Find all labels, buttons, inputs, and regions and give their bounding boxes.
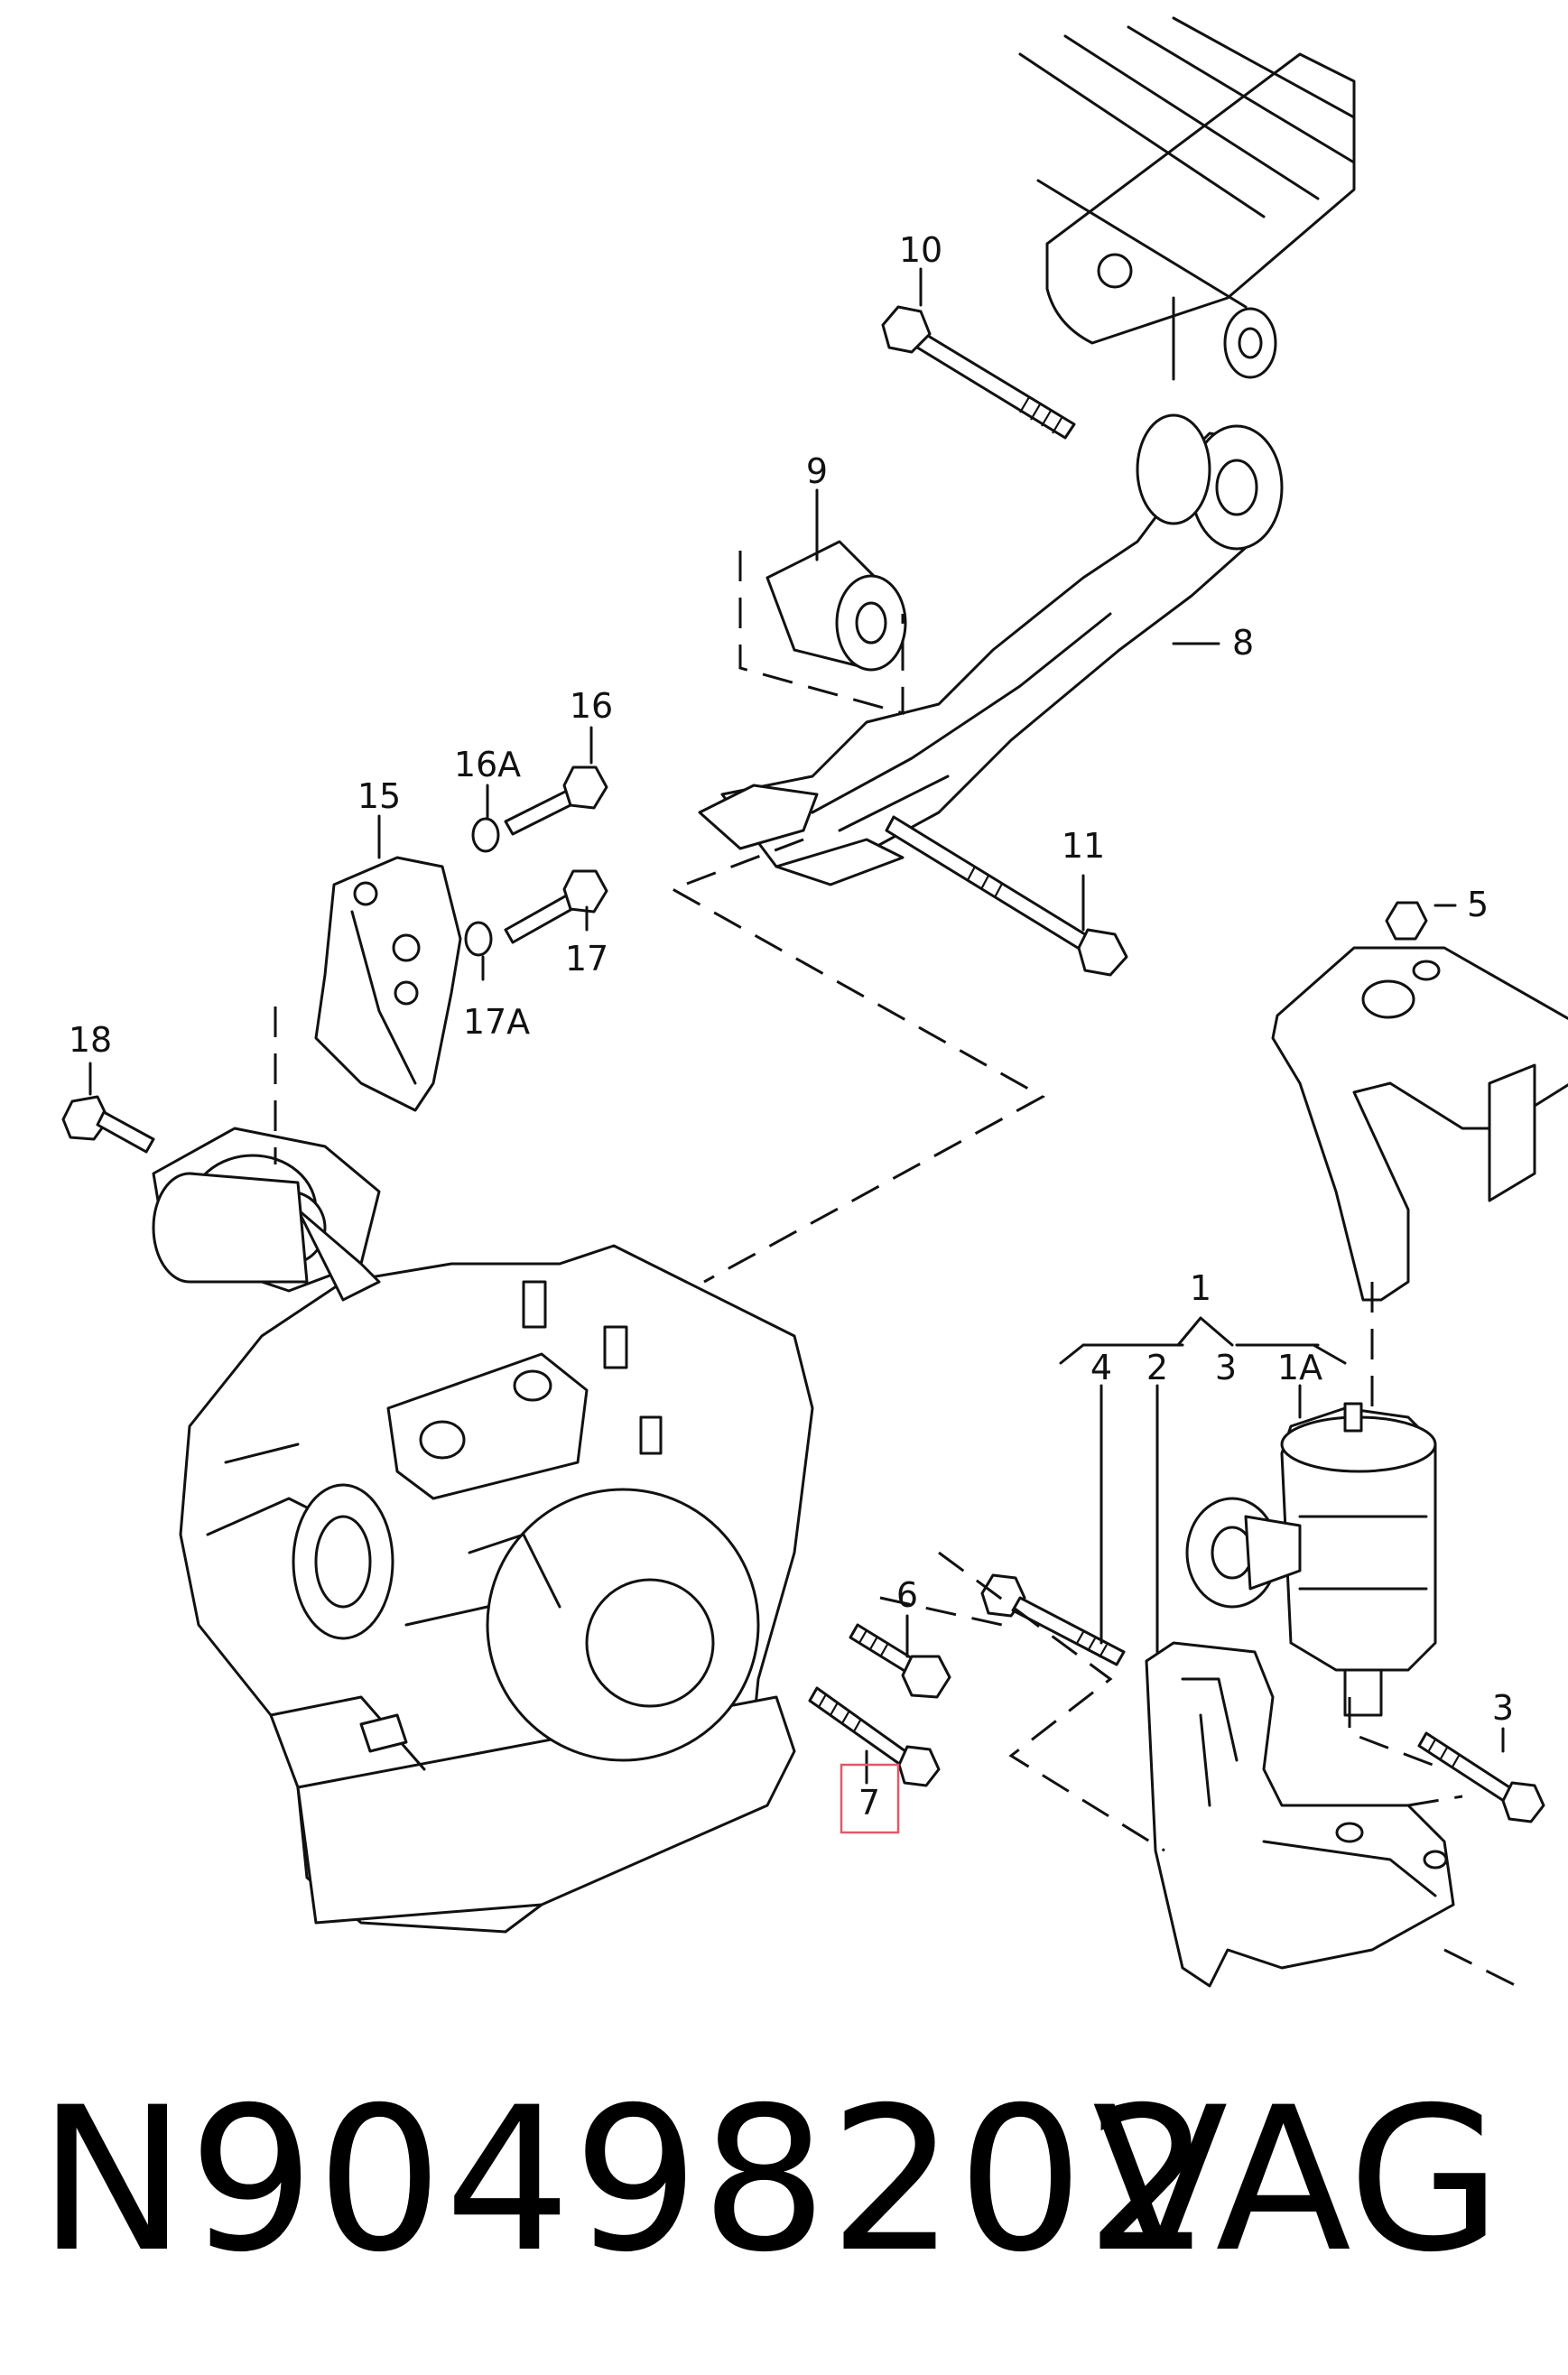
exploded-parts-diagram: 10 9 8 16 16A 15 17 17A 18 11 5 1 4 2 3 … <box>61 16 1568 1988</box>
torque-arm-8 <box>698 413 1284 886</box>
callout-3-lower: 3 <box>1492 1688 1514 1728</box>
callout-17: 17 <box>565 939 608 979</box>
callout-labels: 10 9 8 16 16A 15 17 17A 18 11 5 1 4 2 3 … <box>69 230 1514 1823</box>
dashed-leader-lines <box>274 838 1517 1988</box>
callout-7: 7 <box>858 1783 880 1823</box>
callout-15: 15 <box>357 776 401 816</box>
bolt-17 <box>464 869 608 957</box>
callout-3-upper: 3 <box>1215 1348 1237 1387</box>
callout-17A: 17A <box>463 1002 530 1042</box>
subframe-crossmember <box>1018 16 1356 381</box>
callout-1A: 1A <box>1277 1348 1322 1387</box>
bolt-4 <box>980 1573 1126 1666</box>
transmission-housing <box>152 1127 814 1934</box>
part-number: N90498202 <box>38 2064 1214 2296</box>
bolt-7 <box>808 1686 941 1787</box>
bolt-6 <box>849 1623 951 1699</box>
callout-6: 6 <box>896 1575 918 1615</box>
callout-leaders <box>88 267 1505 1785</box>
bushing-9 <box>738 540 907 715</box>
callout-16A: 16A <box>454 745 521 784</box>
bolt-16 <box>471 765 608 853</box>
callout-4: 4 <box>1090 1348 1112 1387</box>
bolt-11 <box>885 815 1128 977</box>
brand-label: VAG <box>1092 2064 1502 2296</box>
callout-5: 5 <box>1467 885 1489 924</box>
bolt-10 <box>881 305 1076 440</box>
output-flange <box>152 1172 309 1284</box>
callout-10: 10 <box>899 230 942 270</box>
bracket-5 <box>1271 901 1568 1302</box>
bolt-18 <box>61 1095 155 1154</box>
callout-9: 9 <box>806 451 828 491</box>
bolt-3-lower <box>1417 1731 1545 1823</box>
bracket-2 <box>1145 1641 1455 1988</box>
bracket-15 <box>314 856 462 1112</box>
callout-11: 11 <box>1062 826 1105 866</box>
callout-7-highlight <box>840 1763 900 1834</box>
callout-1: 1 <box>1190 1268 1211 1308</box>
callout-2: 2 <box>1146 1348 1168 1387</box>
engine-mount-1A <box>1185 1402 1437 1717</box>
callout-8: 8 <box>1232 623 1254 663</box>
callout-18: 18 <box>69 1020 112 1060</box>
callout-16: 16 <box>570 686 613 726</box>
